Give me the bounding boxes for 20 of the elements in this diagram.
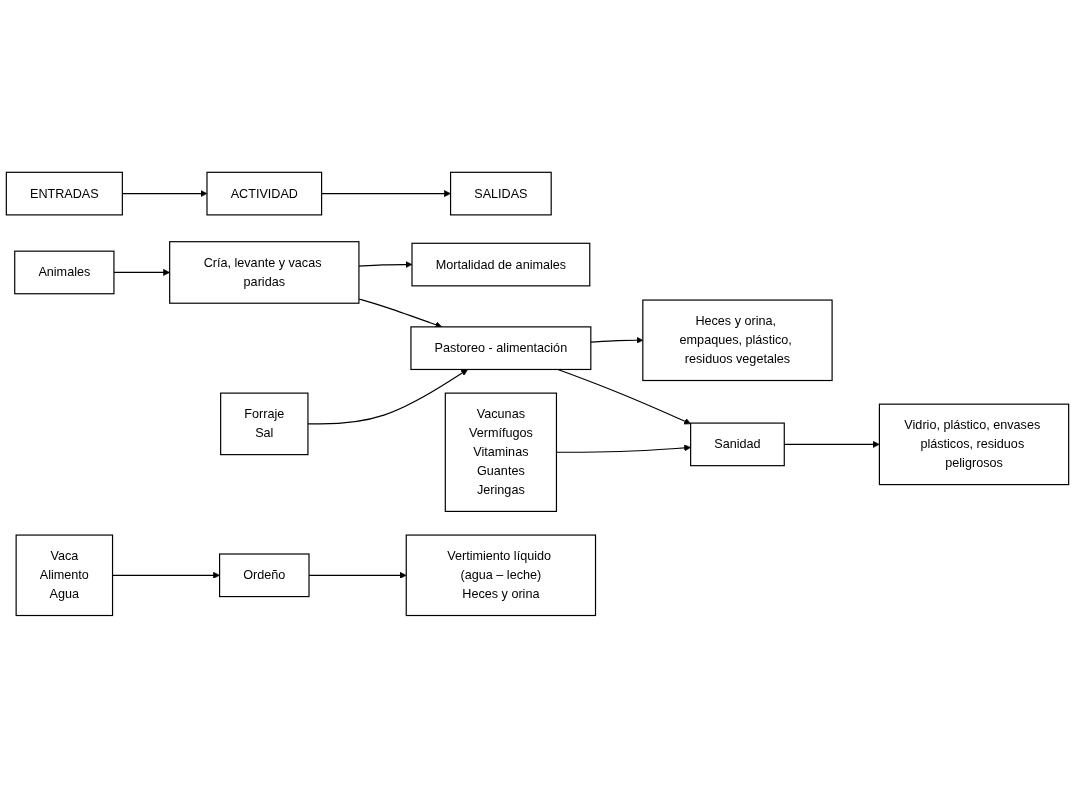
node-box: Vacunas Vermífugos Vitaminas Guantes Jeringas [444,392,558,513]
node-box: ENTRADAS [5,171,123,216]
node-box: Forraje Sal [220,392,309,456]
node-box: ACTIVIDAD [206,171,323,216]
node-box: Vertimiento líquido (agua – leche) Heces y orina [405,534,597,617]
node-box: Vidrio, plástico, envases plásticos, residuos peligrosos [878,403,1070,486]
arrow [307,369,468,425]
node-box: Ordeño [219,553,310,598]
node-box: Vaca Alimento Agua [15,534,114,617]
arrow [113,269,170,276]
node-box: Heces y orina, empaques, plástico, residuos vegetales [642,299,833,382]
arrow [321,190,451,198]
node-box: SALIDAS [450,171,552,216]
arrow [358,261,413,269]
arrow [557,368,691,425]
node-box: Animales [14,250,115,295]
node-box: Sanidad [690,422,785,467]
node-box: Cría, levante y vacas paridas [169,241,360,304]
node-box: Pastoreo - alimentación [410,326,592,371]
node-box: Mortalidad de animales [411,242,591,287]
